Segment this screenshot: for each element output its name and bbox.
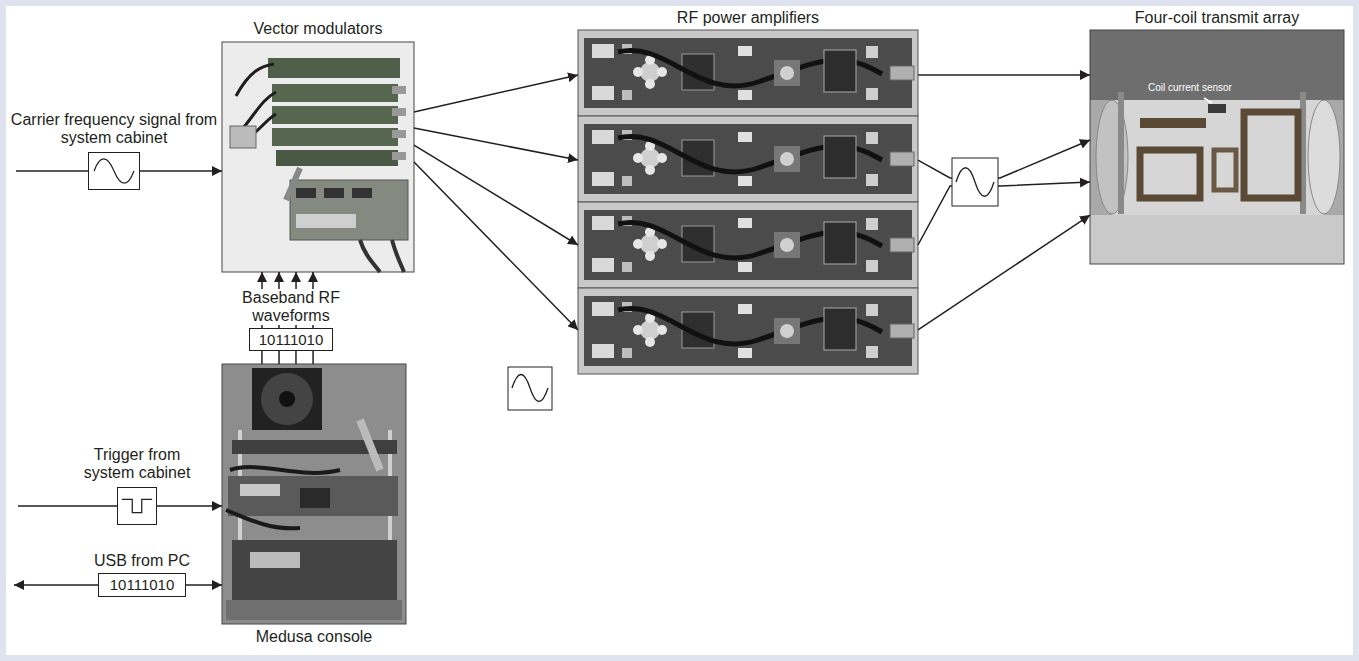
- signal-arrow: [414, 75, 578, 112]
- node-heading: Four-coil transmit array: [1092, 9, 1342, 27]
- console-photo: Medusa console: [222, 364, 406, 624]
- signal-arrow: [157, 505, 222, 507]
- data-word: 10111010: [110, 576, 175, 594]
- signal-arrow: [414, 128, 578, 160]
- signal-arrow: [414, 145, 578, 245]
- carrier-signal-box: Carrier frequency signal from system cab…: [88, 152, 140, 190]
- sine-symbol: [508, 367, 552, 410]
- trigger-pulse-box: Trigger from system cabinet: [117, 487, 157, 525]
- node-heading: Trigger from system cabinet: [72, 446, 202, 482]
- waveform-line: [122, 499, 152, 512]
- usb-wire: [14, 584, 98, 586]
- amplifier-stack-photo: RF power amplifiers: [578, 30, 918, 374]
- vector-modulator-photo: Vector modulators: [222, 42, 414, 272]
- signal-arrow: [918, 182, 1090, 245]
- input-wire: [18, 505, 117, 507]
- node-caption: Medusa console: [224, 628, 404, 646]
- callout-label: Coil current sensor: [1148, 82, 1232, 94]
- signal-arrow: [414, 162, 578, 330]
- sine-symbol: [89, 153, 139, 189]
- sine-symbol: [952, 158, 998, 206]
- usb-data-box: USB from PC10111010: [98, 573, 186, 597]
- node-heading: Carrier frequency signal from system cab…: [7, 111, 221, 147]
- signal-arrow: [312, 351, 314, 364]
- signal-arrow: [186, 584, 222, 586]
- waveform-line: [94, 159, 134, 183]
- signal-arrow: [140, 170, 222, 172]
- signal-arrow: [918, 74, 1090, 76]
- signal-arrow: [278, 351, 280, 364]
- node-heading: RF power amplifiers: [638, 9, 858, 27]
- signal-arrow: [918, 140, 1090, 178]
- input-wire: [16, 170, 88, 172]
- node-heading: USB from PC: [77, 552, 207, 570]
- signal-arrow: [261, 351, 263, 364]
- node-heading: Vector modulators: [223, 20, 413, 38]
- node-heading: Baseband RF waveforms: [236, 289, 346, 325]
- baseband-data-box: Baseband RF waveforms10111010: [249, 328, 333, 351]
- signal-arrow: [295, 351, 297, 364]
- pulse-symbol: [118, 488, 156, 524]
- transmit-array-photo: Four-coil transmit arrayCoil current sen…: [1090, 30, 1344, 264]
- data-word: 10111010: [259, 331, 324, 349]
- signal-arrow: [918, 215, 1090, 330]
